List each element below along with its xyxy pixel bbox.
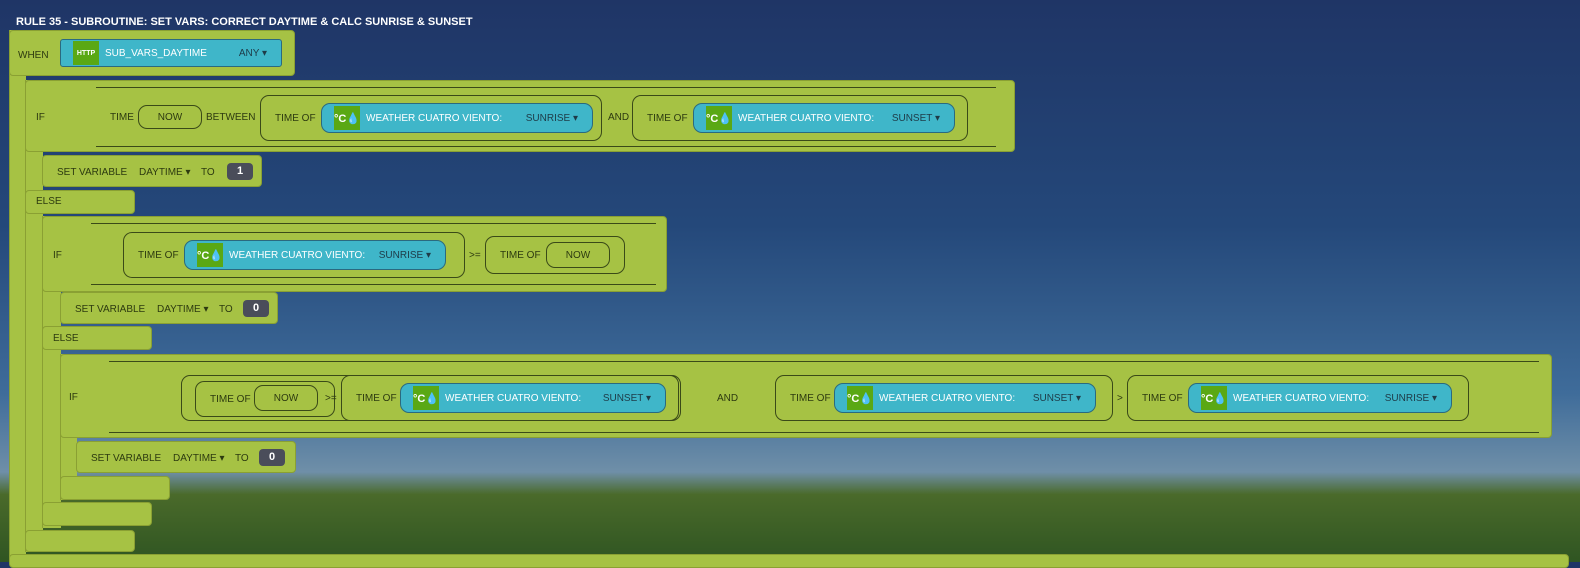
rule-title: RULE 35 - SUBROUTINE: SET VARS: CORRECT … <box>16 16 473 28</box>
device-name: WEATHER CUATRO VIENTO: <box>229 249 366 261</box>
device-name: WEATHER CUATRO VIENTO: <box>879 392 1016 404</box>
if-block-2-rail <box>42 216 61 528</box>
if-block-1[interactable]: IF TIME NOW BETWEEN TIME OF °C💧 WEATHER … <box>25 80 1015 152</box>
time-of-label: TIME OF <box>500 249 541 261</box>
else-block-2: ELSE <box>42 326 152 350</box>
weather-sensor-sunrise[interactable]: °C💧 WEATHER CUATRO VIENTO: SUNRISE ▾ <box>1188 383 1452 413</box>
weather-sensor-sunset[interactable]: °C💧 WEATHER CUATRO VIENTO: SUNSET ▾ <box>693 103 955 133</box>
if-label: IF <box>69 392 78 403</box>
rule-block-rail <box>9 30 26 562</box>
weather-icon: °C💧 <box>1201 386 1227 410</box>
trigger-block[interactable]: HTTP SUB_VARS_DAYTIME ANY ▾ <box>60 39 282 67</box>
http-monitor-icon: HTTP <box>73 41 99 65</box>
time-of-sunset: TIME OF °C💧 WEATHER CUATRO VIENTO: SUNSE… <box>632 95 968 141</box>
weather-sensor-sunset[interactable]: °C💧 WEATHER CUATRO VIENTO: SUNSET ▾ <box>400 383 666 413</box>
time-of-label: TIME OF <box>138 249 179 261</box>
to-label: TO <box>201 167 215 178</box>
else-block-1: ELSE <box>25 190 135 214</box>
set-variable-label: SET VARIABLE <box>57 167 128 178</box>
value-field[interactable]: 0 <box>243 300 269 317</box>
sunrise-dropdown[interactable]: SUNRISE ▾ <box>525 112 578 124</box>
sunrise-dropdown[interactable]: SUNRISE ▾ <box>1384 392 1437 404</box>
time-label: TIME <box>110 112 134 123</box>
sunrise-dropdown[interactable]: SUNRISE ▾ <box>378 249 431 261</box>
set-variable-block-2[interactable]: SET VARIABLE DAYTIME ▾ TO 0 <box>60 292 278 324</box>
between-condition <box>96 87 996 147</box>
if-label: IF <box>36 112 45 123</box>
if-block-2-end <box>42 502 152 526</box>
value-field[interactable]: 1 <box>227 163 253 180</box>
set-variable-label: SET VARIABLE <box>91 453 162 464</box>
weather-sensor-sunrise[interactable]: °C💧 WEATHER CUATRO VIENTO: SUNRISE ▾ <box>184 240 446 270</box>
operator-label: > <box>1117 393 1123 404</box>
else-label: ELSE <box>53 333 79 344</box>
and-label: AND <box>608 112 630 123</box>
gte-condition <box>91 223 656 285</box>
value-field[interactable]: 0 <box>259 449 285 466</box>
now-field[interactable]: NOW <box>254 385 318 411</box>
time-of-now: TIME OF NOW <box>195 381 335 417</box>
set-variable-block-1[interactable]: SET VARIABLE DAYTIME ▾ TO 1 <box>42 155 262 187</box>
set-variable-label: SET VARIABLE <box>75 304 146 315</box>
if-block-3[interactable]: IF TIME OF NOW >= TIME OF °C💧 WEATHER CU… <box>60 354 1552 438</box>
and-label: AND <box>717 393 739 404</box>
time-of-label: TIME OF <box>275 112 316 124</box>
weather-sensor-sunrise[interactable]: °C💧 WEATHER CUATRO VIENTO: SUNRISE ▾ <box>321 103 593 133</box>
set-variable-block-3[interactable]: SET VARIABLE DAYTIME ▾ TO 0 <box>76 441 296 473</box>
variable-dropdown[interactable]: DAYTIME ▾ <box>157 304 209 315</box>
weather-icon: °C💧 <box>847 386 873 410</box>
now-field[interactable]: NOW <box>138 105 202 129</box>
time-of-sunrise: TIME OF °C💧 WEATHER CUATRO VIENTO: SUNRI… <box>260 95 602 141</box>
if-label: IF <box>53 250 62 261</box>
trigger-name: SUB_VARS_DAYTIME <box>105 47 207 59</box>
time-of-label: TIME OF <box>647 112 688 124</box>
variable-dropdown[interactable]: DAYTIME ▾ <box>173 453 225 464</box>
now-field[interactable]: NOW <box>546 242 610 268</box>
between-label: BETWEEN <box>206 112 256 123</box>
trigger-mode-dropdown[interactable]: ANY ▾ <box>238 47 267 59</box>
else-label: ELSE <box>36 196 62 207</box>
weather-icon: °C💧 <box>706 106 732 130</box>
time-of-label: TIME OF <box>210 393 251 405</box>
sunset-dropdown[interactable]: SUNSET ▾ <box>602 392 651 404</box>
weather-icon: °C💧 <box>197 243 223 267</box>
variable-dropdown[interactable]: DAYTIME ▾ <box>139 167 191 178</box>
time-of-label: TIME OF <box>790 392 831 404</box>
sunset-dropdown[interactable]: SUNSET ▾ <box>891 112 940 124</box>
time-of-sunrise: TIME OF °C💧 WEATHER CUATRO VIENTO: SUNRI… <box>1127 375 1469 421</box>
time-of-now: TIME OF NOW <box>485 236 625 274</box>
time-of-label: TIME OF <box>1142 392 1183 404</box>
when-label: WHEN <box>18 50 49 61</box>
weather-icon: °C💧 <box>334 106 360 130</box>
time-of-label: TIME OF <box>356 392 397 404</box>
device-name: WEATHER CUATRO VIENTO: <box>1233 392 1370 404</box>
time-of-sunset: TIME OF °C💧 WEATHER CUATRO VIENTO: SUNSE… <box>341 375 679 421</box>
device-name: WEATHER CUATRO VIENTO: <box>738 112 875 124</box>
device-name: WEATHER CUATRO VIENTO: <box>445 392 582 404</box>
to-label: TO <box>219 304 233 315</box>
time-of-sunrise: TIME OF °C💧 WEATHER CUATRO VIENTO: SUNRI… <box>123 232 465 278</box>
next-block-edge <box>9 554 1569 568</box>
device-name: WEATHER CUATRO VIENTO: <box>366 112 503 124</box>
operator-label: >= <box>325 393 337 404</box>
to-label: TO <box>235 453 249 464</box>
weather-icon: °C💧 <box>413 386 439 410</box>
if-block-2[interactable]: IF TIME OF °C💧 WEATHER CUATRO VIENTO: SU… <box>42 216 667 292</box>
and-condition <box>109 361 1539 433</box>
if-block-3-end <box>60 476 170 500</box>
operator-label: >= <box>469 250 481 261</box>
weather-sensor-sunset[interactable]: °C💧 WEATHER CUATRO VIENTO: SUNSET ▾ <box>834 383 1096 413</box>
if-block-1-end <box>25 530 135 552</box>
time-of-sunset: TIME OF °C💧 WEATHER CUATRO VIENTO: SUNSE… <box>775 375 1113 421</box>
when-block[interactable]: WHEN HTTP SUB_VARS_DAYTIME ANY ▾ <box>9 30 295 76</box>
sunset-dropdown[interactable]: SUNSET ▾ <box>1032 392 1081 404</box>
